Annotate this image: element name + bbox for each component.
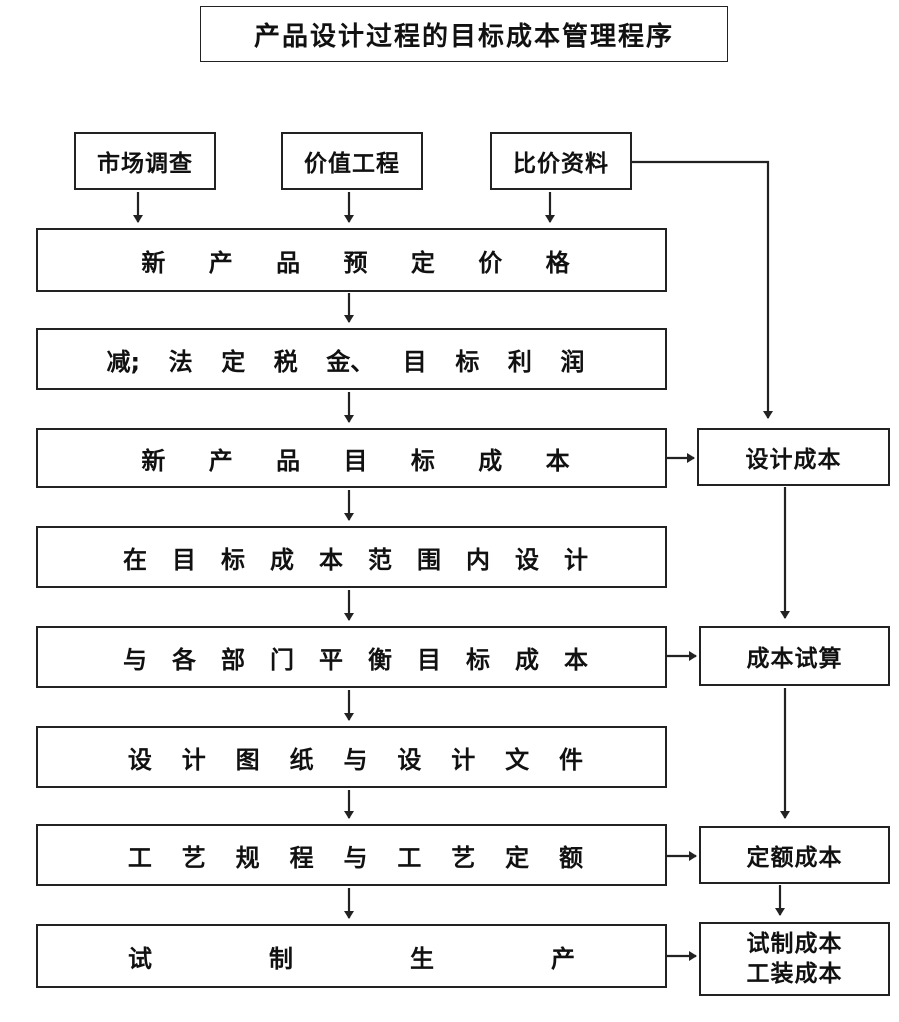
step-char: 与 xyxy=(343,745,368,774)
input-market-survey: 市场调查 xyxy=(74,132,216,190)
step-char: 新 xyxy=(141,446,166,475)
step-char: 目 xyxy=(343,446,368,475)
step-char: 艺 xyxy=(181,843,206,872)
input-price-comparison: 比价资料 xyxy=(490,132,632,190)
step-char: 减; xyxy=(106,347,141,376)
step-char: 标 xyxy=(410,446,435,475)
line-price-data-to-design-cost xyxy=(632,160,773,419)
step-char: 与 xyxy=(343,843,368,872)
step-char: 设 xyxy=(127,745,152,774)
step-char: 标 xyxy=(455,347,480,376)
step-design-within-target: 在 目 标 成 本 范 围 内 设 计 xyxy=(36,526,667,588)
step-char: 门 xyxy=(270,645,294,674)
step-char: 纸 xyxy=(289,745,314,774)
step-char: 工 xyxy=(397,843,422,872)
step-char: 成 xyxy=(478,446,503,475)
step-char: 标 xyxy=(221,545,245,574)
step-char: 与 xyxy=(123,645,147,674)
input-label: 价值工程 xyxy=(304,151,400,177)
step-char: 图 xyxy=(235,745,260,774)
step-char: 生 xyxy=(410,944,434,973)
diagram-title: 产品设计过程的目标成本管理程序 xyxy=(200,6,728,62)
step-char: 产 xyxy=(551,944,575,973)
step-char: 制 xyxy=(269,944,293,973)
step-char: 试 xyxy=(128,944,152,973)
side-label: 成本试算 xyxy=(746,646,843,672)
side-quota-cost: 定额成本 xyxy=(699,826,890,884)
step-char: 程 xyxy=(289,843,314,872)
step-char: 润 xyxy=(560,347,585,376)
step-process-rules-quotas: 工 艺 规 程 与 工 艺 定 额 xyxy=(36,824,667,886)
input-label: 比价资料 xyxy=(513,151,609,177)
side-design-cost: 设计成本 xyxy=(697,428,890,486)
step-char: 产 xyxy=(208,248,233,277)
step-balance-target-cost: 与 各 部 门 平 衡 目 标 成 本 xyxy=(36,626,667,688)
step-char: 品 xyxy=(276,248,301,277)
step-char: 工 xyxy=(127,843,152,872)
step-char: 文 xyxy=(505,745,530,774)
side-label: 设计成本 xyxy=(745,447,842,473)
side-label-line1: 试制成本 xyxy=(746,931,843,957)
input-value-engineering: 价值工程 xyxy=(281,132,423,190)
step-char: 法 xyxy=(168,347,193,376)
step-char: 成 xyxy=(515,645,539,674)
step-char: 内 xyxy=(466,545,490,574)
step-char: 定 xyxy=(410,248,435,277)
step-char: 额 xyxy=(559,843,584,872)
step-char: 品 xyxy=(276,446,301,475)
input-label: 市场调查 xyxy=(97,151,193,177)
step-char: 定 xyxy=(221,347,246,376)
step-char: 价 xyxy=(478,248,503,277)
side-cost-trial-calc: 成本试算 xyxy=(699,626,890,686)
step-char: 平 xyxy=(319,645,343,674)
step-char: 部 xyxy=(221,645,245,674)
step-char: 衡 xyxy=(368,645,392,674)
step-char: 设 xyxy=(397,745,422,774)
step-char: 围 xyxy=(417,545,441,574)
step-deduct-tax-profit: 减; 法 定 税 金、 目 标 利 润 xyxy=(36,328,667,390)
step-char: 新 xyxy=(141,248,166,277)
step-char: 规 xyxy=(235,843,260,872)
step-char: 本 xyxy=(564,645,588,674)
step-char: 格 xyxy=(545,248,570,277)
step-new-product-target-cost: 新 产 品 目 标 成 本 xyxy=(36,428,667,488)
step-char: 各 xyxy=(172,645,196,674)
step-char: 计 xyxy=(451,745,476,774)
step-char: 目 xyxy=(417,645,441,674)
side-label: 定额成本 xyxy=(746,845,843,871)
step-char: 本 xyxy=(319,545,343,574)
side-label-line2: 工装成本 xyxy=(746,961,843,987)
step-new-product-price: 新 产 品 预 定 价 格 xyxy=(36,228,667,292)
step-char: 预 xyxy=(343,248,368,277)
step-char: 利 xyxy=(507,347,532,376)
step-char: 件 xyxy=(559,745,584,774)
step-char: 范 xyxy=(368,545,392,574)
diagram-title-text: 产品设计过程的目标成本管理程序 xyxy=(253,21,674,52)
side-trial-tooling-cost: 试制成本 工装成本 xyxy=(699,922,890,996)
step-trial-production: 试 制 生 产 xyxy=(36,924,667,988)
step-char: 定 xyxy=(505,843,530,872)
step-char: 计 xyxy=(564,545,588,574)
step-design-drawings-files: 设 计 图 纸 与 设 计 文 件 xyxy=(36,726,667,788)
step-char: 计 xyxy=(181,745,206,774)
step-char: 目 xyxy=(172,545,196,574)
step-char: 本 xyxy=(545,446,570,475)
step-char: 成 xyxy=(270,545,294,574)
step-char: 税 xyxy=(273,347,298,376)
step-char: 设 xyxy=(515,545,539,574)
step-char: 目 xyxy=(402,347,427,376)
step-char: 在 xyxy=(123,545,147,574)
step-char: 艺 xyxy=(451,843,476,872)
step-char: 金、 xyxy=(326,347,375,376)
step-char: 产 xyxy=(208,446,233,475)
step-char: 标 xyxy=(466,645,490,674)
